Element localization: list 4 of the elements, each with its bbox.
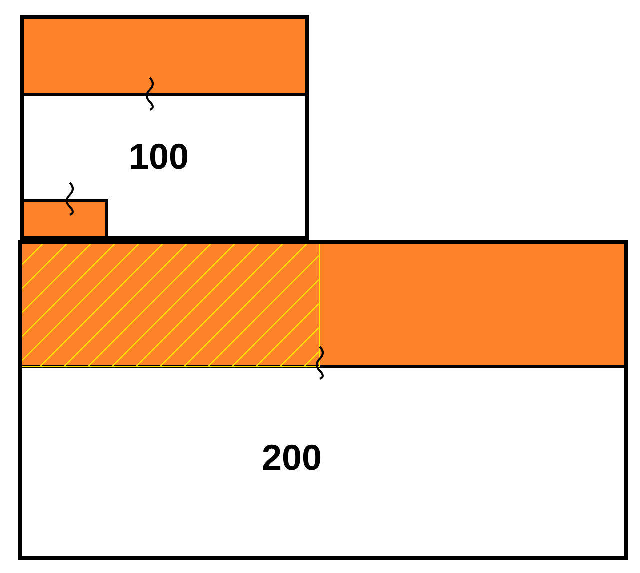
- block-outline: [18, 240, 628, 560]
- block-outline: [20, 15, 309, 240]
- reference-number: 100: [129, 137, 190, 177]
- reference-number: 200: [262, 438, 322, 478]
